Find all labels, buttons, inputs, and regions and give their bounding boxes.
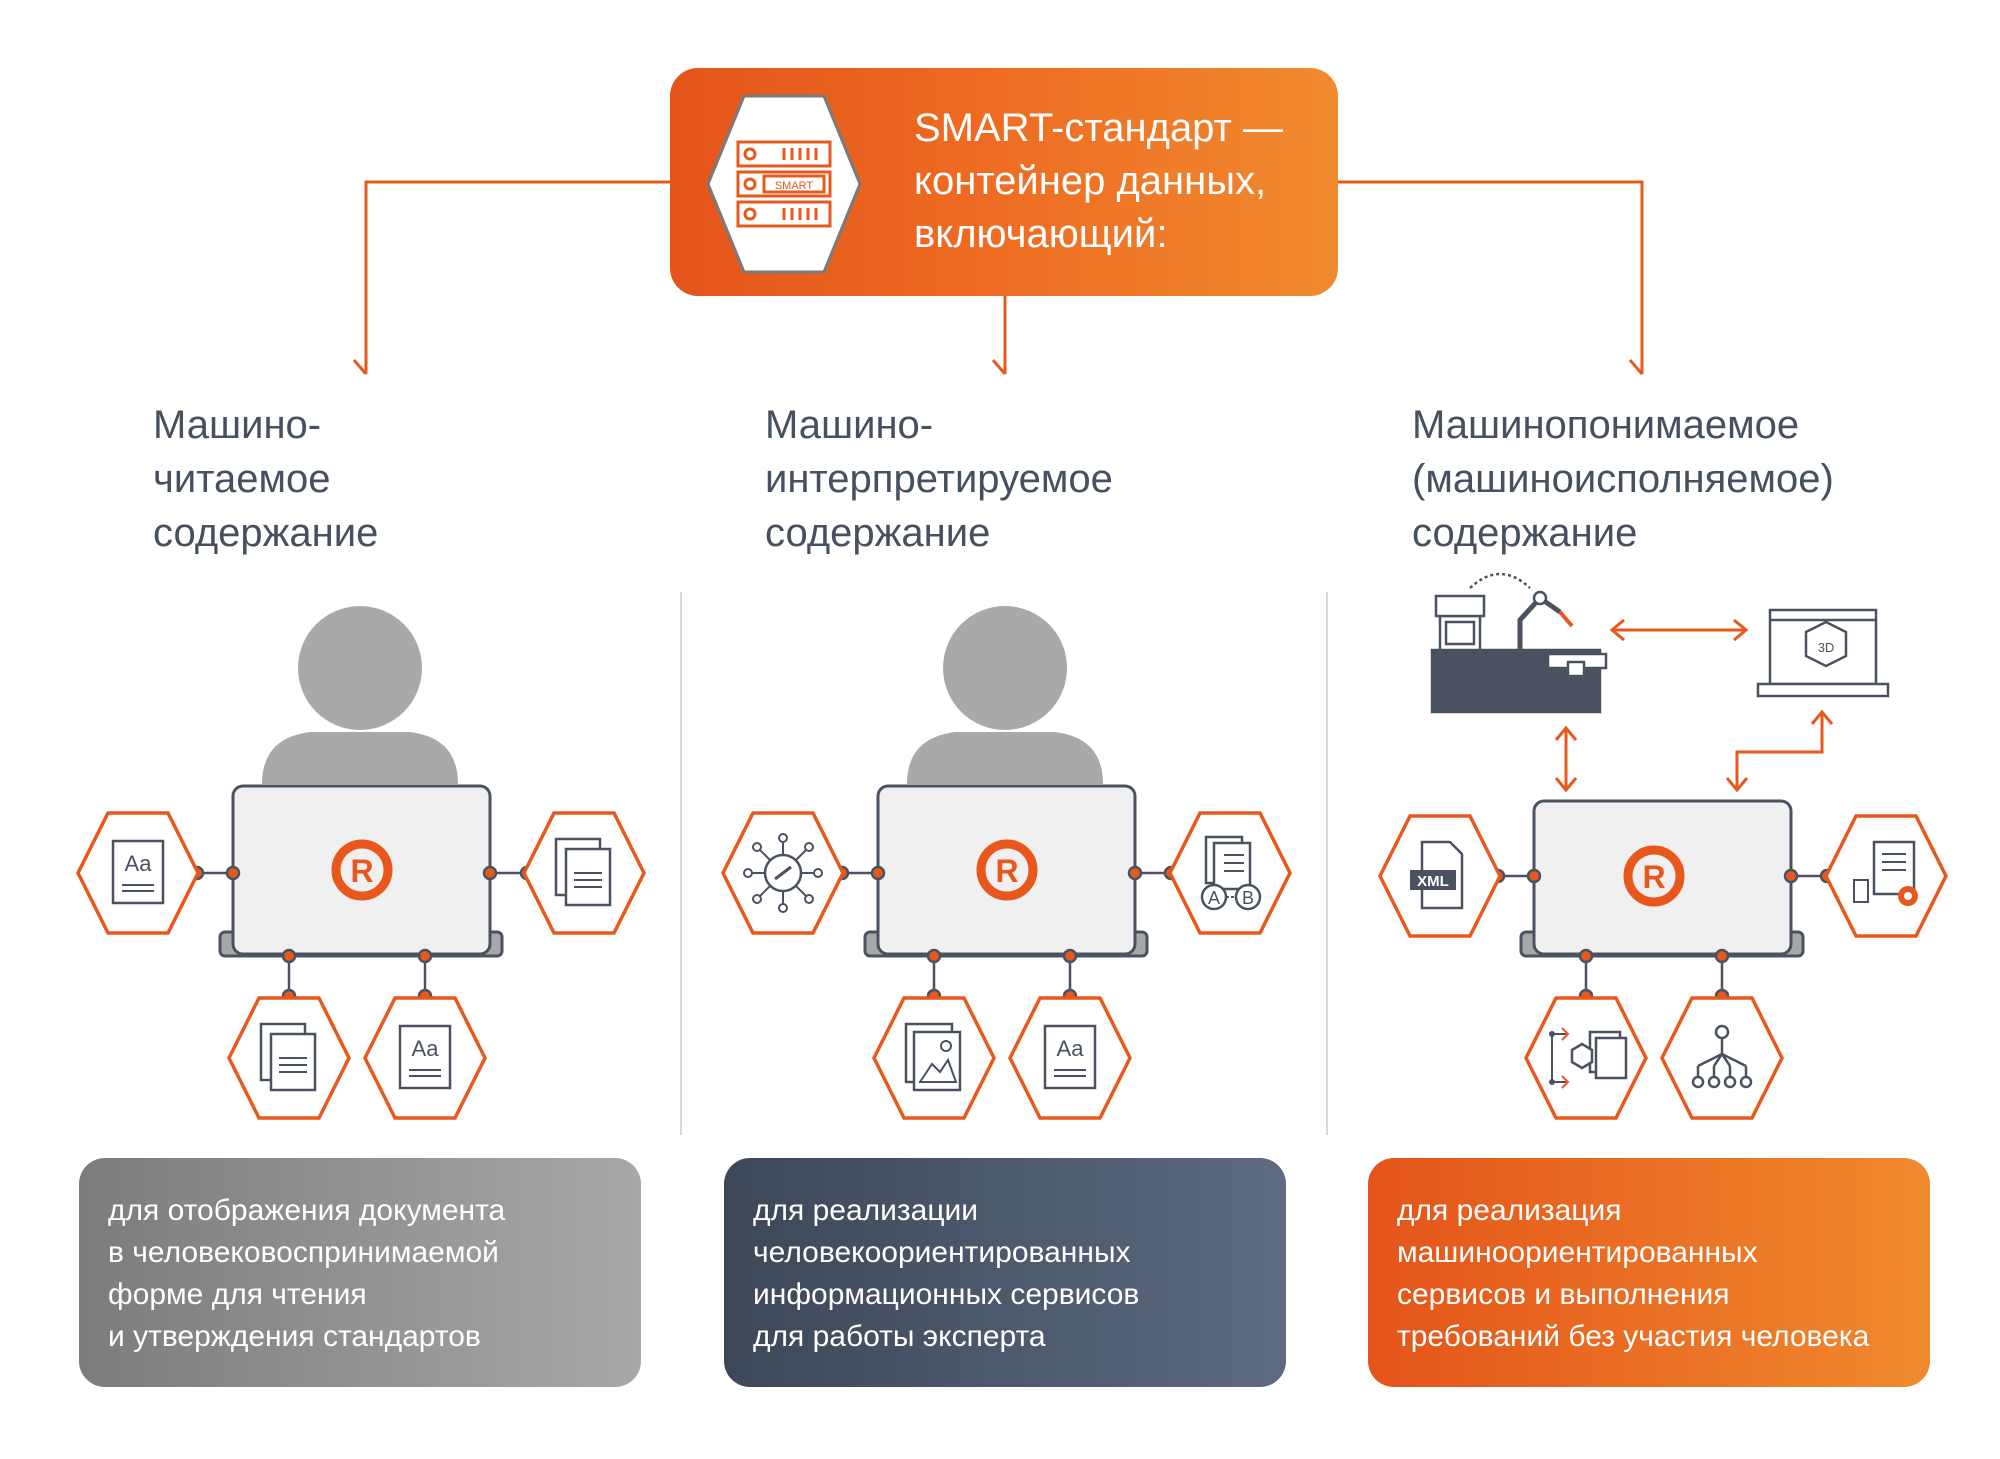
box-line: для работы эксперта (753, 1320, 1046, 1353)
description-box-2: для реализации человекоориентированных и… (724, 1158, 1286, 1387)
description-box-3: для реализация машиноориентированных сер… (1368, 1158, 1930, 1387)
data-transform-icon (1524, 996, 1648, 1120)
description-box-1: для отображения документа в человековосп… (79, 1158, 641, 1387)
header-box: SMART SMART-стандарт — контейнер данных,… (670, 68, 1338, 296)
book-aa-icon: Aa (76, 811, 200, 935)
title-line: интерпретируемое (765, 457, 1113, 501)
svg-text:Aa: Aa (125, 851, 153, 876)
title-line: Машино- (153, 403, 322, 447)
column-1-title: Машино- читаемое содержание (153, 398, 378, 560)
box-line: форме для чтения (108, 1278, 367, 1311)
bidirectional-arrows (1554, 618, 1834, 793)
link-network-icon (721, 811, 845, 935)
book-aa-icon: Aa (1008, 996, 1132, 1120)
column-3-graphics: 3D R (1378, 572, 1948, 1120)
header-title: SMART-стандарт — контейнер данных, включ… (914, 102, 1324, 261)
tree-structure-icon (1660, 996, 1784, 1120)
laptop-icon: R (218, 784, 504, 958)
box-line: сервисов и выполнения (1397, 1278, 1730, 1311)
person-icon (262, 606, 458, 784)
server-label: SMART (775, 180, 814, 192)
svg-text:R: R (350, 853, 373, 889)
robot-factory-icon (1430, 572, 1608, 714)
person-icon (907, 606, 1103, 784)
header-line: SMART-стандарт — (914, 106, 1283, 150)
title-line: содержание (1412, 511, 1638, 555)
documents-icon (227, 996, 351, 1120)
svg-text:Aa: Aa (1057, 1036, 1085, 1061)
box-line: для реализации (753, 1194, 979, 1227)
svg-text:Aa: Aa (412, 1036, 440, 1061)
box-line: человекоориентированных (753, 1236, 1131, 1269)
laptop-icon: R (1519, 799, 1805, 958)
r-logo-icon: R (976, 839, 1038, 901)
box-line: и утверждения стандартов (108, 1320, 481, 1353)
column-2-graphics: R (721, 606, 1292, 1120)
svg-text:A: A (1208, 888, 1220, 908)
title-line: Машинопонимаемое (1412, 403, 1800, 447)
title-line: Машино- (765, 403, 934, 447)
svg-text:R: R (995, 853, 1018, 889)
box-line: для отображения документа (108, 1194, 506, 1227)
box-line: в человековоспринимаемой (108, 1236, 499, 1269)
laptop-3d-icon: 3D (1756, 608, 1890, 698)
svg-text:B: B (1242, 888, 1254, 908)
header-line: контейнер данных, (914, 159, 1267, 203)
header-line: включающий: (914, 212, 1168, 256)
box-line: требований без участия человека (1397, 1320, 1870, 1353)
svg-text:R: R (1642, 859, 1665, 895)
header-connectors (352, 180, 1644, 375)
server-rack-icon: SMART (706, 94, 862, 274)
laptop-3d-label: 3D (1818, 640, 1835, 655)
title-line: содержание (153, 511, 379, 555)
settings-list-icon (1824, 814, 1948, 938)
checklist-ab-icon: A B (1168, 811, 1292, 935)
title-line: (машиноисполняемое) (1412, 457, 1834, 501)
r-logo-icon: R (331, 839, 393, 901)
box-line: для реализация (1397, 1194, 1622, 1227)
book-aa-icon: Aa (363, 996, 487, 1120)
title-line: читаемое (153, 457, 331, 501)
title-line: содержание (765, 511, 991, 555)
laptop-icon: R (863, 784, 1149, 958)
image-file-icon (872, 996, 996, 1120)
box-line: информационных сервисов (753, 1278, 1140, 1311)
column-1-graphics: R Aa (76, 606, 646, 1120)
r-logo-icon: R (1623, 845, 1685, 907)
column-2-title: Машино- интерпретируемое содержание (765, 398, 1113, 560)
xml-file-icon: XML (1378, 814, 1502, 938)
xml-label: XML (1417, 873, 1449, 890)
box-line: машиноориентированных (1397, 1236, 1758, 1269)
column-3-title: Машинопонимаемое (машиноисполняемое) сод… (1412, 398, 1834, 560)
documents-icon (522, 811, 646, 935)
